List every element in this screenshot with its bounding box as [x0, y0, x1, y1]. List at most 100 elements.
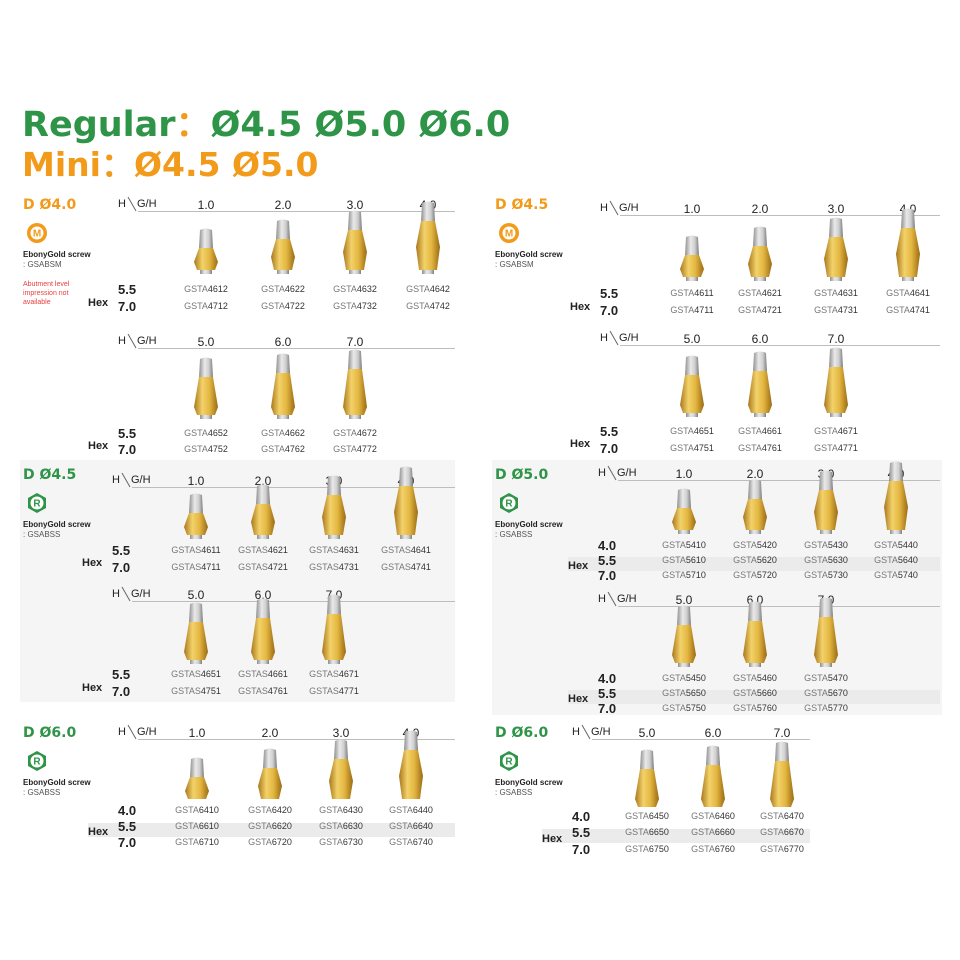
code-prefix: GSTA — [804, 673, 828, 683]
screw-name: EbonyGold screw — [495, 250, 563, 259]
code-prefix: GSTA — [389, 805, 413, 815]
code-number: 5470 — [827, 673, 848, 683]
code-number: 5650 — [685, 688, 706, 698]
product-code: GSTA6450 — [612, 811, 682, 821]
product-code: GSTAS4611 — [161, 545, 231, 555]
screw-code: : GSABSS — [495, 788, 533, 797]
code-prefix: GSTA — [738, 426, 762, 436]
code-number: 4672 — [356, 428, 377, 438]
gh-column-value: 5.0 — [638, 726, 656, 740]
code-prefix: GSTA — [184, 284, 208, 294]
h-row-value: 7.0 — [600, 303, 619, 318]
h-row-value: 7.0 — [118, 299, 137, 314]
product-code: GSTA4772 — [320, 444, 390, 454]
product-code: GSTA6440 — [376, 805, 446, 815]
gh-label: G/H — [131, 474, 151, 486]
product-code: GSTA5640 — [861, 555, 931, 565]
screw-info: EbonyGold screw: GSABSS — [495, 520, 563, 540]
h-label: H — [112, 588, 120, 600]
code-number: 4731 — [338, 562, 359, 572]
h-label: H — [600, 202, 608, 214]
code-number: 6610 — [198, 821, 219, 831]
screw-name: EbonyGold screw — [23, 520, 91, 529]
product-code: GSTA5450 — [649, 673, 719, 683]
code-prefix: GSTA — [670, 443, 694, 453]
code-number: 4761 — [761, 443, 782, 453]
h-row-value: 7.0 — [112, 684, 131, 699]
catalog-panel — [20, 460, 455, 702]
abutment-image — [896, 208, 920, 281]
hex-label: Hex — [88, 826, 109, 838]
product-code: GSTA6710 — [162, 837, 232, 847]
abutment-image — [329, 739, 353, 799]
code-number: 6440 — [412, 805, 433, 815]
abutment-image — [814, 470, 838, 534]
gh-column-value: 2.0 — [261, 726, 279, 740]
code-number: 4762 — [284, 444, 305, 454]
code-number: 6710 — [198, 837, 219, 847]
product-code: GSTA4731 — [801, 305, 871, 315]
code-number: 4721 — [761, 305, 782, 315]
code-number: 5460 — [756, 673, 777, 683]
product-code: GSTA4761 — [725, 443, 795, 453]
header-rule — [138, 348, 455, 349]
code-number: 4651 — [200, 669, 221, 679]
hex-label: Hex — [570, 301, 591, 313]
diagonal-divider-icon — [121, 472, 131, 488]
code-number: 6630 — [342, 821, 363, 831]
code-prefix: GSTAS — [171, 545, 202, 555]
diagonal-divider-icon — [127, 333, 137, 349]
product-code: GSTA4611 — [657, 288, 727, 298]
code-prefix: GSTA — [261, 428, 285, 438]
code-prefix: GSTA — [389, 837, 413, 847]
abutment-image — [194, 228, 218, 274]
gh-label: G/H — [617, 593, 637, 605]
product-code: GSTAS4671 — [299, 669, 369, 679]
product-code: GSTA4722 — [248, 301, 318, 311]
regular-label: Regular — [22, 105, 176, 145]
product-code: GSTA5760 — [720, 703, 790, 713]
code-prefix: GSTA — [874, 540, 898, 550]
code-prefix: GSTA — [662, 688, 686, 698]
impression-note: Abutment level impression not available — [23, 281, 70, 306]
product-code: GSTA5410 — [649, 540, 719, 550]
gh-column-value: 5.0 — [197, 335, 215, 349]
product-code: GSTA5750 — [649, 703, 719, 713]
code-number: 5440 — [897, 540, 918, 550]
code-number: 6770 — [783, 844, 804, 854]
product-code: GSTA4732 — [320, 301, 390, 311]
abutment-image — [748, 226, 772, 281]
svg-text:M: M — [33, 229, 41, 240]
code-prefix: GSTA — [814, 305, 838, 315]
header-rule — [620, 215, 940, 216]
h-label: H — [118, 198, 126, 210]
code-prefix: GSTA — [733, 555, 757, 565]
code-number: 6760 — [714, 844, 735, 854]
code-prefix: GSTA — [248, 805, 272, 815]
code-number: 4671 — [837, 426, 858, 436]
code-number: 4642 — [429, 284, 450, 294]
code-number: 6620 — [271, 821, 292, 831]
product-code: GSTA4651 — [657, 426, 727, 436]
code-prefix: GSTA — [738, 288, 762, 298]
code-prefix: GSTA — [874, 570, 898, 580]
product-code: GSTA6670 — [747, 827, 817, 837]
row-stripe — [568, 557, 940, 571]
code-prefix: GSTA — [760, 811, 784, 821]
product-code: GSTA4711 — [657, 305, 727, 315]
h-label: H — [598, 593, 606, 605]
code-prefix: GSTAS — [309, 686, 339, 696]
code-number: 6720 — [271, 837, 292, 847]
product-code: GSTA4742 — [393, 301, 463, 311]
h-row-value: 5.5 — [600, 424, 619, 439]
h-gh-axis-label: H G/H — [598, 591, 637, 607]
abutment-image — [194, 357, 218, 419]
product-code: GSTA5740 — [861, 570, 931, 580]
h-row-value: 7.0 — [112, 560, 131, 575]
code-prefix: GSTA — [261, 284, 285, 294]
code-number: 4761 — [267, 686, 288, 696]
product-code: GSTAS4731 — [299, 562, 369, 572]
code-prefix: GSTA — [184, 428, 208, 438]
